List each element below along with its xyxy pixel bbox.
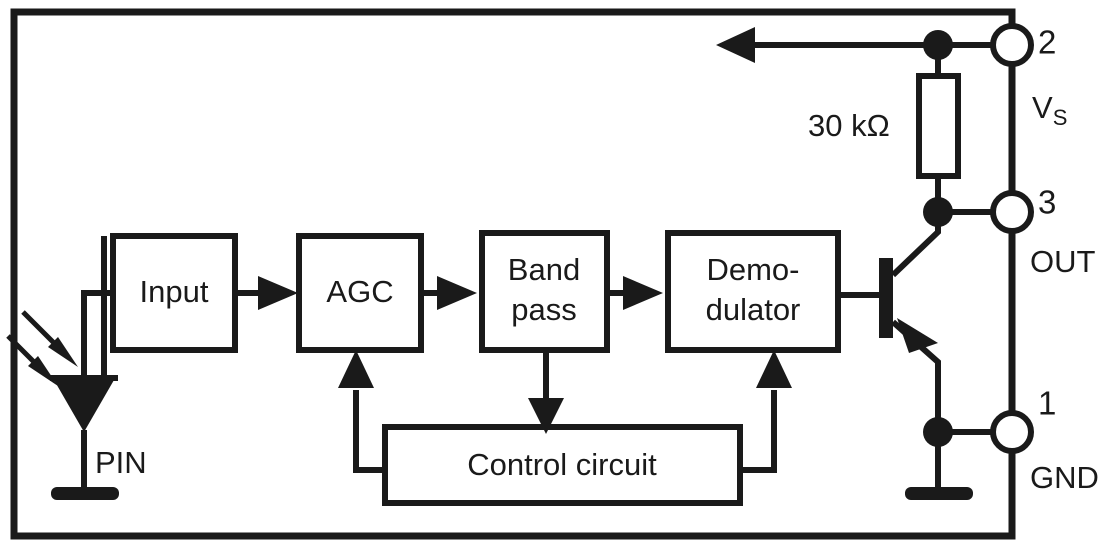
pin-terminal-1[interactable]	[990, 410, 1034, 454]
block-demodulator[interactable]	[665, 230, 841, 353]
pin-label-vs: VS	[1032, 90, 1067, 130]
block-demodulator-label-line1: Demo-	[706, 252, 799, 287]
resistor-30k-body	[916, 73, 961, 179]
resistor-value-label: 30 kΩ	[808, 108, 890, 143]
pin-terminal-3[interactable]	[990, 190, 1034, 234]
light-arrow-2	[6, 334, 58, 386]
block-demodulator-label-line2: dulator	[706, 292, 801, 327]
transistor-base-bar	[879, 258, 893, 338]
pin-label-vs-subscript: S	[1053, 105, 1068, 130]
pin-terminal-2[interactable]	[990, 23, 1034, 67]
arrowhead-control-to-agc	[338, 350, 374, 388]
transistor-collector-lead	[890, 212, 941, 278]
pin-number-3: 3	[1038, 184, 1056, 221]
pin-label-out: OUT	[1030, 244, 1096, 279]
transistor-emitter-arrowhead	[897, 318, 938, 353]
block-bandpass-label-line1: Band	[508, 252, 580, 287]
photodiode-triangle	[54, 380, 114, 432]
ground-symbol-emitter	[905, 487, 973, 500]
arrowhead-input-to-agc	[258, 276, 298, 310]
ground-symbol-photodiode	[51, 487, 119, 500]
wire-control-to-agc	[353, 390, 385, 473]
wire-control-to-demodulator	[740, 390, 777, 473]
block-agc[interactable]	[296, 233, 424, 353]
photodiode-cathode-lead	[81, 290, 113, 378]
arrowhead-agc-to-bandpass	[437, 276, 477, 310]
block-bandpass[interactable]	[479, 230, 610, 353]
pin-label-gnd: GND	[1030, 460, 1099, 495]
arrowhead-bandpass-to-demodulator	[623, 276, 663, 310]
arrowhead-control-to-demodulator	[756, 350, 792, 388]
block-bandpass-label-line2: pass	[511, 292, 576, 327]
block-control-circuit-label: Control circuit	[467, 447, 657, 482]
block-input-label: Input	[140, 274, 209, 309]
block-agc-label: AGC	[326, 274, 393, 309]
supply-feed-arrowhead	[716, 27, 755, 63]
light-arrow-1	[21, 310, 78, 367]
block-control-circuit[interactable]	[382, 424, 743, 506]
arrowhead-bandpass-to-control	[528, 398, 564, 434]
junction-dot-vs	[923, 30, 953, 60]
photodiode-label: PIN	[95, 445, 147, 480]
pin-label-vs-main: V	[1032, 90, 1053, 125]
pin-number-1: 1	[1038, 385, 1056, 422]
pin-number-2: 2	[1038, 24, 1056, 61]
